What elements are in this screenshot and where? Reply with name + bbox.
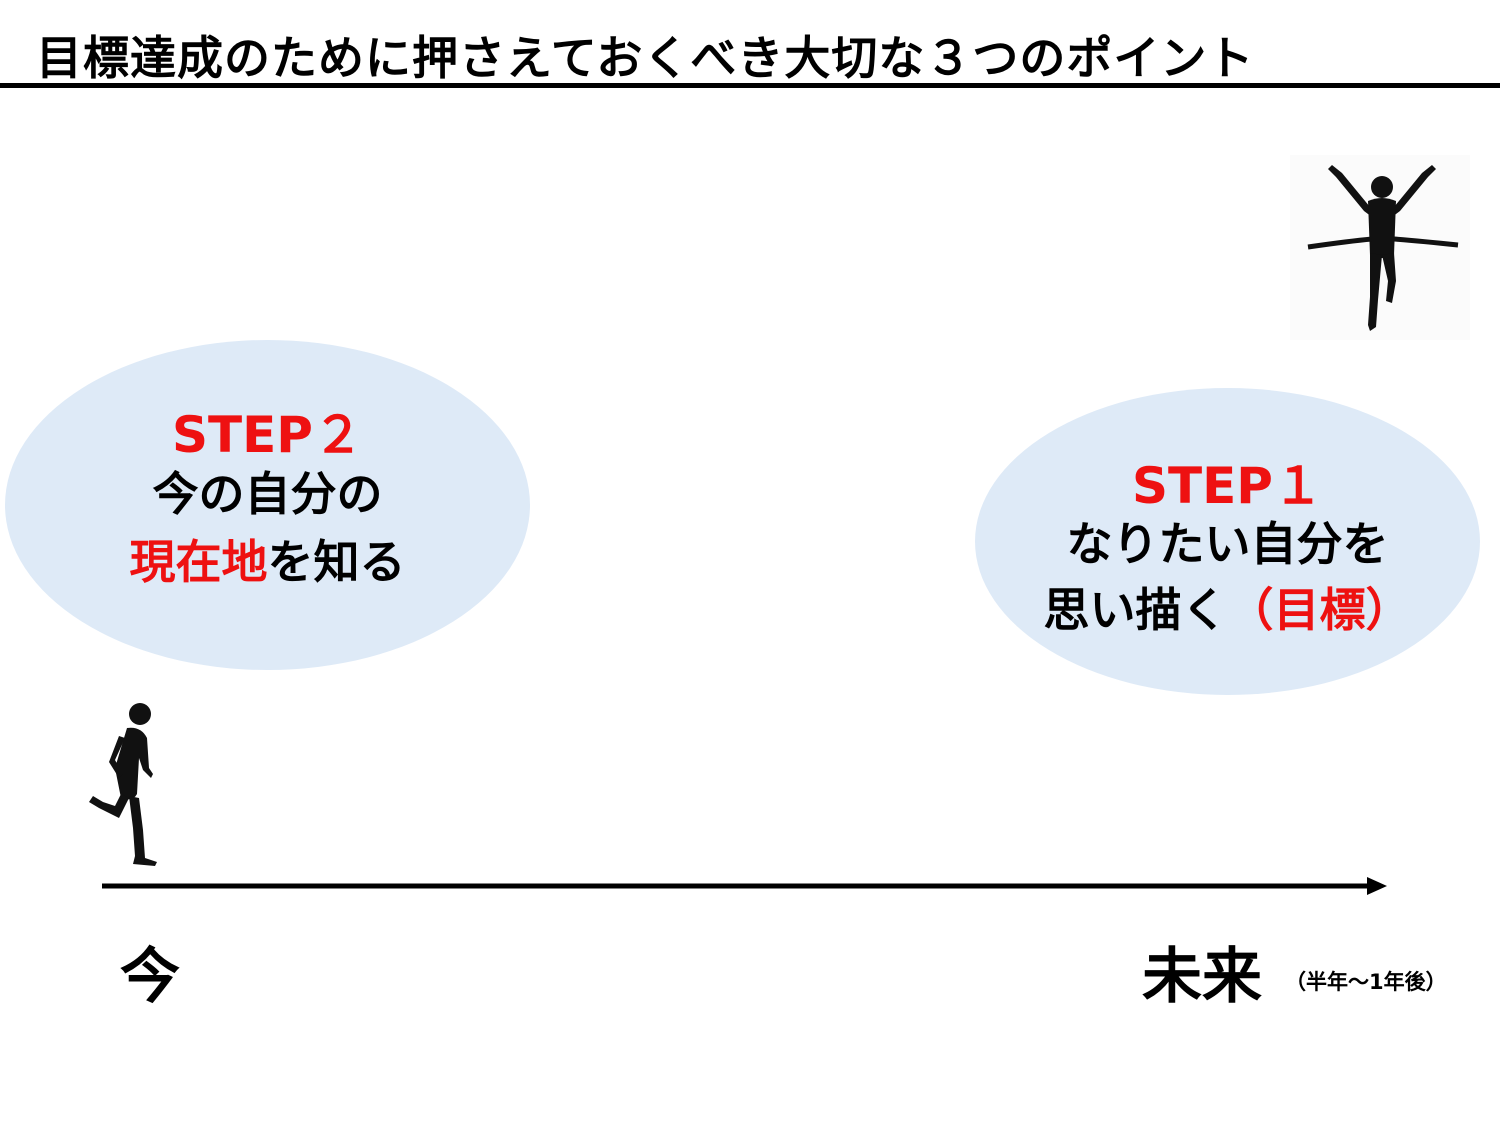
timeline-arrow [102,877,1387,895]
step2-line2-rest: を知る [267,535,406,589]
step2-line1: 今の自分の [152,467,383,521]
step2-highlight: 現在地 [129,535,268,589]
page-title: 目標達成のために押さえておくべき大切な３つのポイント [36,31,1255,85]
step2-label: STEP２ [172,406,363,464]
title-underline [0,83,1500,88]
step1-line1: なりたい自分を [1066,517,1389,571]
timeline-start-label: 今 [120,942,180,1012]
step1-bubble: STEP１ なりたい自分を 思い描く（目標） [975,388,1480,695]
step2-line2: 現在地を知る [5,526,530,592]
finish-line-runner-icon [1290,155,1470,340]
step2-bubble: STEP２ 今の自分の 現在地を知る [5,340,530,670]
step1-highlight: （目標） [1227,583,1412,637]
timeline-end-note: （半年～1年後） [1285,970,1447,994]
runner-silhouette-icon [89,703,157,866]
step1-label: STEP１ [1132,457,1323,515]
step1-line2-rest: 思い描く [1043,583,1228,637]
timeline-end-label: 未来 [1142,942,1262,1012]
step1-line2: 思い描く（目標） [975,574,1480,640]
